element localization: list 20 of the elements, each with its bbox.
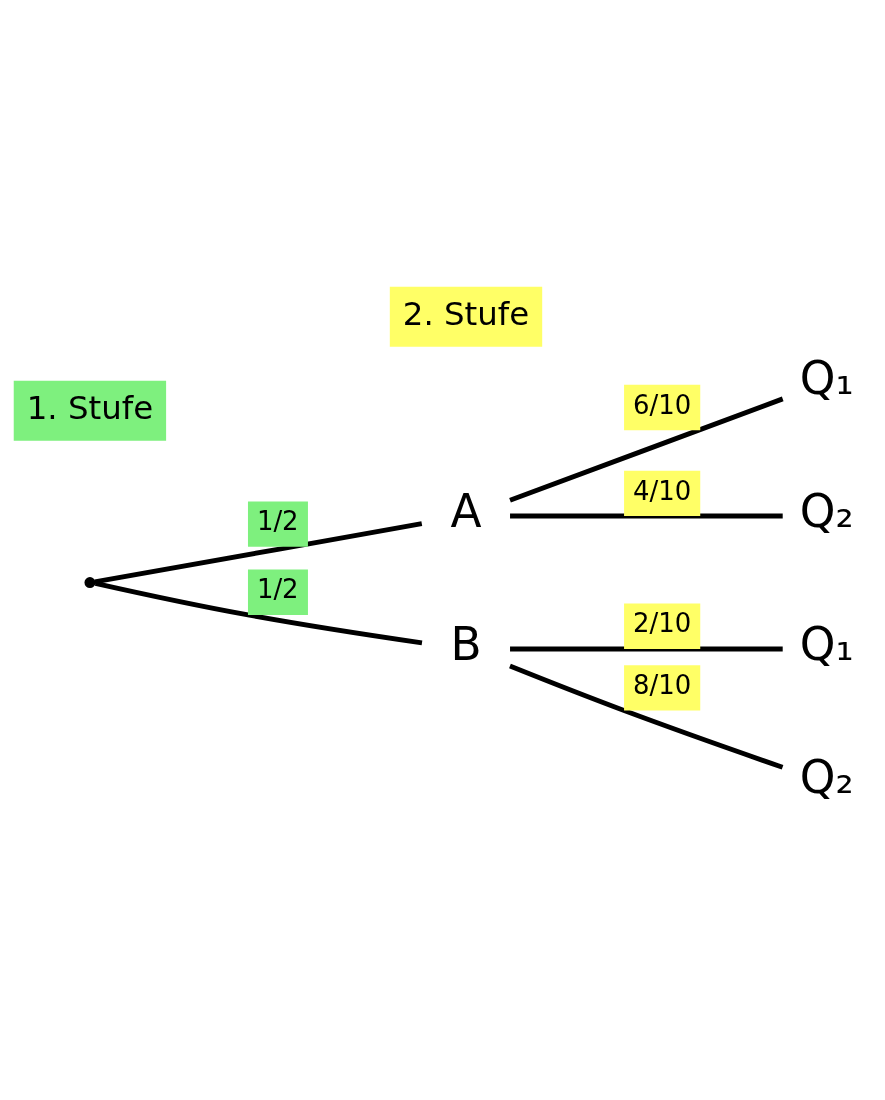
node-text: Q₂ [799,750,854,804]
label: 2. Stufe [402,294,530,333]
edge-label: 8/10 [632,669,692,700]
connector [510,513,783,518]
edge-label: 1/2 [256,505,299,536]
connector [510,646,783,651]
connector [94,580,423,645]
node-point [84,576,96,588]
edge-label: 1/2 [256,573,299,604]
node-text: Q₁ [799,351,854,405]
edge-label: 2/10 [632,607,692,638]
connector [509,396,784,503]
node-text: Q₂ [799,484,854,538]
node-text: Q₁ [799,617,854,671]
connector [94,520,423,584]
node-text: B [450,617,482,671]
node-text: A [450,484,482,538]
label: 1. Stufe [26,388,154,427]
edge-label: 4/10 [632,475,692,506]
edge-label: 6/10 [632,389,692,420]
